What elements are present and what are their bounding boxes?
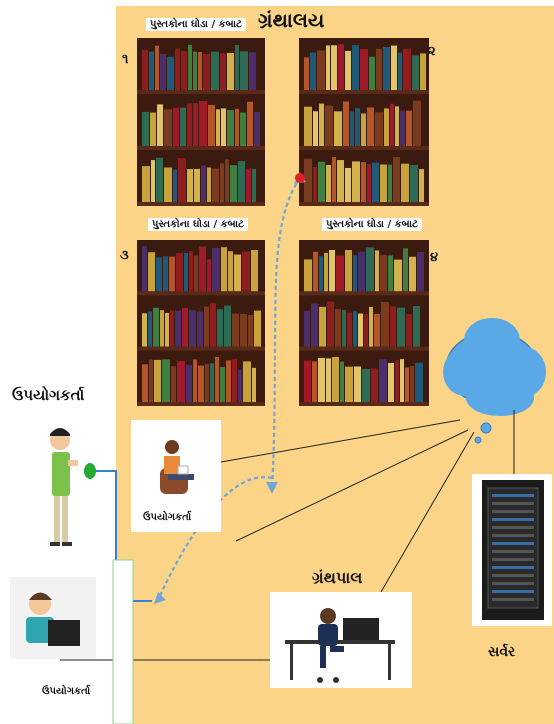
network-lines [60, 410, 515, 661]
computer-user-icon [26, 592, 80, 646]
librarian-desk-icon [285, 608, 395, 683]
library-title: ગ્રંથાલય [258, 8, 325, 32]
standing-user-icon [50, 428, 78, 546]
shelf-number-4: ૪ [430, 250, 439, 265]
shelf-number-1: ૧ [122, 52, 129, 67]
bookshelf-3 [137, 240, 265, 406]
desk-user-card [10, 577, 96, 659]
divider-line [112, 559, 134, 724]
shelf-number-2: ૨ [428, 44, 436, 59]
server-label: સર્વર [488, 644, 516, 660]
red-marker [295, 173, 305, 183]
shelf-label-4: પુસ્તકોના ઘોડા / કબાટ [322, 218, 422, 231]
standing-user-label: ઉપયોગકર્તા [12, 386, 85, 404]
bookshelf-4 [299, 240, 429, 406]
shelf-label-1: પુસ્તકોના ઘોડા / કબાટ [146, 18, 246, 31]
bookshelf-1 [137, 38, 265, 206]
bookshelf-2 [299, 38, 429, 206]
shelf-label-3: પુસ્તકોના ઘોડા / કબાટ [148, 218, 248, 231]
user-link-line [88, 470, 152, 602]
inside-user-label: ઉપયોગકર્તા [143, 512, 192, 523]
librarian-label: ગ્રંથપાલ [312, 568, 363, 587]
green-marker [84, 463, 96, 479]
desk-user-label: ઉપયોગકર્તા [42, 686, 91, 697]
server-icon [472, 474, 552, 626]
cloud-icon [443, 318, 546, 444]
reading-person-icon [160, 440, 194, 494]
shelf-number-3: ૩ [120, 248, 129, 263]
